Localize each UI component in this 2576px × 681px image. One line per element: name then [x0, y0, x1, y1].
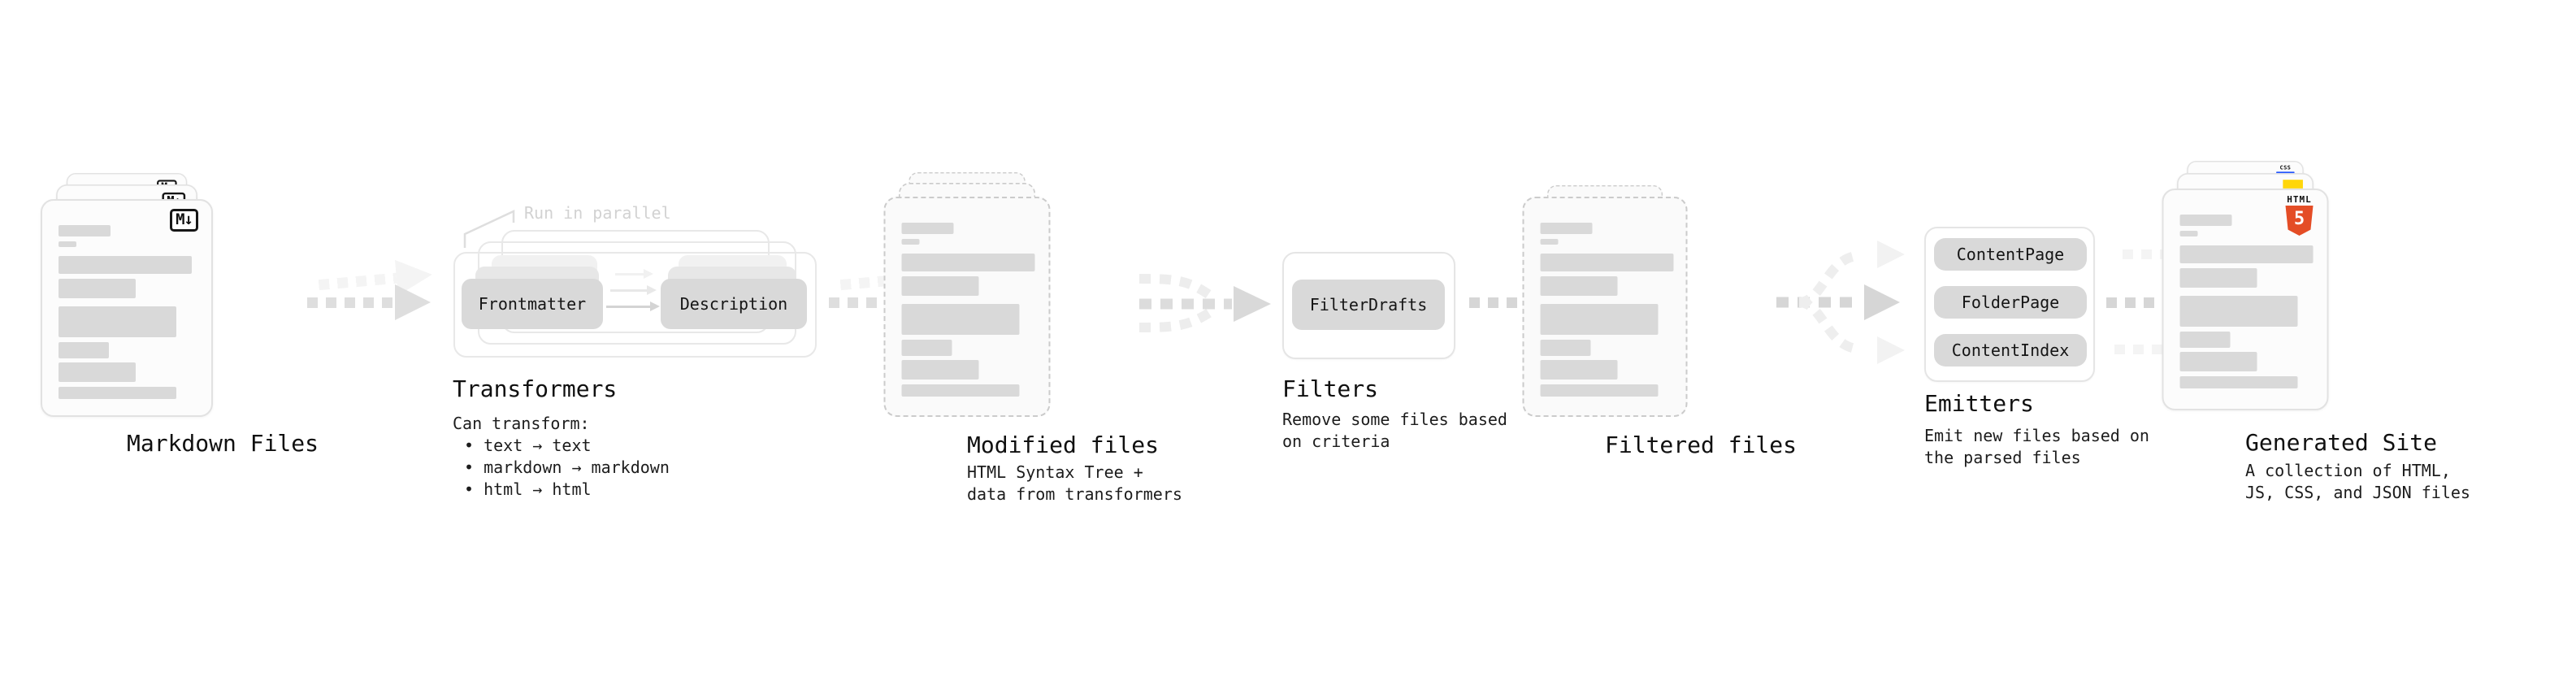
html-file-card: HTML 5: [2162, 189, 2329, 410]
transformers-heading: Transformers: [453, 375, 618, 402]
filtered-file-card-front: [1522, 197, 1688, 417]
flow-arrow-1: [307, 284, 431, 320]
markdown-icon: M↓: [170, 209, 198, 232]
transformers-bullet: • text → text: [464, 436, 592, 455]
emitters-desc-line: the parsed files: [1924, 448, 2081, 467]
emitters-heading: Emitters: [1924, 390, 2034, 417]
fanout-arrows: [1776, 241, 1905, 364]
filters-desc-line: on criteria: [1282, 432, 1390, 451]
html5-icon: HTML 5: [2282, 195, 2318, 236]
generated-site-desc-line: JS, CSS, and JSON files: [2245, 483, 2470, 502]
modified-files-label: Modified files: [967, 432, 1160, 458]
modified-file-card-front: [883, 197, 1051, 417]
html5-shield: 5: [2285, 206, 2314, 236]
transformer-layer-front: [453, 252, 817, 358]
text-placeholder-bars: [1524, 198, 1686, 397]
emitters-description: Emit new files based on the parsed files: [1924, 425, 2149, 469]
generated-site-label: Generated Site: [2245, 429, 2438, 456]
generated-site-desc-line: A collection of HTML,: [2245, 461, 2451, 480]
filters-heading: Filters: [1282, 375, 1379, 402]
html5-icon-label: HTML: [2287, 194, 2312, 205]
transformers-desc-title: Can transform:: [453, 414, 590, 433]
filterdrafts-node: FilterDrafts: [1292, 280, 1445, 330]
filters-desc-line: Remove some files based: [1282, 410, 1507, 429]
text-placeholder-bars: [886, 198, 1049, 397]
emitter-node-folderpage: FolderPage: [1934, 286, 2087, 319]
css-icon: CSS: [2276, 164, 2295, 175]
description-node: Description: [661, 279, 807, 329]
modified-files-desc-line: data from transformers: [967, 484, 1182, 504]
annotation-leader-line: [463, 210, 515, 248]
modified-files-description: HTML Syntax Tree + data from transformer…: [967, 462, 1182, 505]
markdown-file-card-front: M↓: [41, 199, 213, 417]
transformers-description: Can transform: • text → text • markdown …: [453, 413, 670, 501]
transform-arrow: [606, 301, 660, 311]
text-placeholder-bars: [42, 201, 211, 399]
emitter-node-contentindex: ContentIndex: [1934, 334, 2087, 367]
modified-files-desc-line: HTML Syntax Tree +: [967, 462, 1143, 482]
css-icon-bar: [2276, 171, 2295, 175]
generated-site-description: A collection of HTML, JS, CSS, and JSON …: [2245, 460, 2470, 504]
transformers-bullet: • html → html: [464, 479, 592, 499]
filtered-files-label: Filtered files: [1605, 432, 1798, 458]
transform-arrow: [610, 285, 657, 295]
run-in-parallel-annotation: Run in parallel: [524, 203, 671, 223]
merge-arrows: [1138, 274, 1271, 332]
transform-arrow: [615, 269, 653, 279]
html5-number: 5: [2293, 209, 2305, 229]
markdown-files-label: Markdown Files: [127, 430, 319, 457]
css-icon-label: CSS: [2279, 164, 2292, 171]
text-placeholder-bars: [2164, 190, 2327, 388]
emitters-desc-line: Emit new files based on: [1924, 426, 2149, 445]
filters-description: Remove some files based on criteria: [1282, 409, 1507, 453]
emitter-node-contentpage: ContentPage: [1934, 238, 2087, 271]
frontmatter-node: Frontmatter: [462, 279, 603, 329]
transformers-bullet: • markdown → markdown: [464, 458, 670, 477]
js-icon: [2283, 180, 2303, 189]
